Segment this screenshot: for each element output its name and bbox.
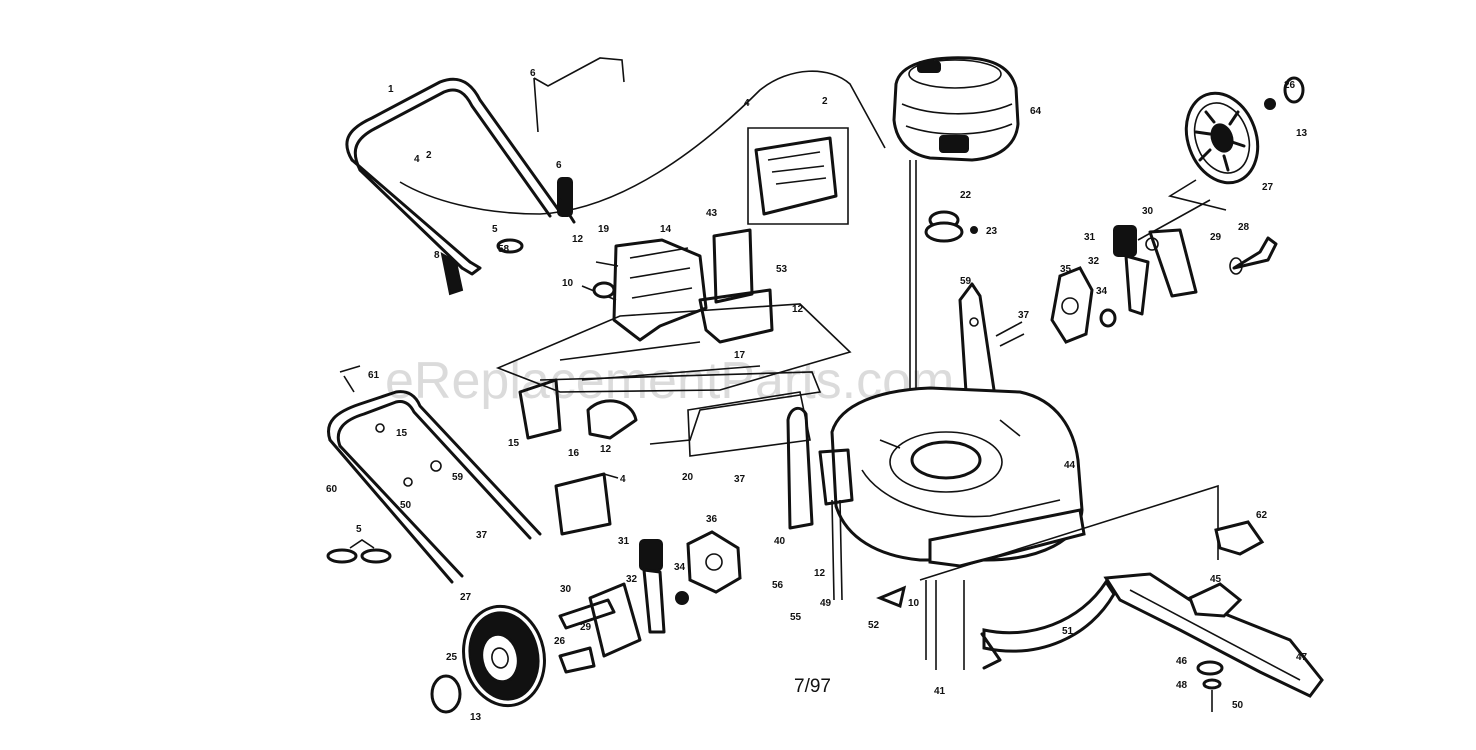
part-label: 5 [492, 224, 498, 235]
part-label: 56 [772, 580, 784, 591]
part-label: 52 [868, 620, 880, 631]
part-label: 58 [498, 244, 510, 255]
part-label: 12 [600, 444, 612, 455]
wheel-front-left [430, 604, 546, 714]
part-label: 6 [556, 160, 562, 171]
height-adjuster-left [558, 530, 742, 674]
engine [892, 56, 1020, 162]
part-label: 13 [1296, 128, 1308, 139]
part-label: 10 [908, 598, 920, 609]
part-label: 5 [356, 524, 362, 535]
part-label: 27 [1262, 182, 1274, 193]
part-label: 59 [960, 276, 972, 287]
part-label: 26 [1284, 80, 1296, 91]
part-label: 14 [660, 224, 672, 235]
part-label: 19 [598, 224, 610, 235]
part-label: 35 [1060, 264, 1072, 275]
pivot-bracket-59 [958, 282, 1025, 406]
part-label: 26 [554, 636, 566, 647]
part-label: 2 [426, 150, 432, 161]
wheel-rear-right [1184, 76, 1305, 185]
mower-deck [830, 386, 1086, 568]
part-label: 25 [446, 652, 458, 663]
part-label: 13 [470, 712, 482, 723]
part-label: 16 [568, 448, 580, 459]
part-label: 34 [1096, 286, 1108, 297]
part-label: 2 [822, 96, 828, 107]
part-label: 37 [476, 530, 488, 541]
part-label: 34 [674, 562, 686, 573]
watermark-text: eReplacementParts.com [385, 352, 954, 410]
part-label: 15 [508, 438, 520, 449]
part-label: 31 [618, 536, 630, 547]
part-label: 15 [396, 428, 408, 439]
part-label: 50 [400, 500, 412, 511]
part-label: 4 [620, 474, 626, 485]
part-label: 53 [776, 264, 788, 275]
part-labels: 1 6 2 4 64 26 13 27 4 2 6 22 23 30 31 28… [326, 68, 1308, 723]
handle-knobs-left [326, 238, 524, 564]
part-label: 32 [626, 574, 638, 585]
rear-door-assembly [581, 228, 774, 344]
part-label: 44 [1064, 460, 1076, 471]
part-label: 41 [934, 686, 946, 697]
wheel-gear-right [1050, 266, 1117, 344]
part-label: 23 [986, 226, 998, 237]
part-label: 55 [790, 612, 802, 623]
part-label: 43 [706, 208, 718, 219]
part-label: 45 [1210, 574, 1222, 585]
deck-bolts [876, 580, 965, 670]
part-label: 8 [434, 250, 440, 261]
part-label: 48 [1176, 680, 1188, 691]
part-label: 60 [326, 484, 338, 495]
upper-handle [345, 77, 562, 276]
grass-chute-plate [495, 303, 852, 457]
date-code: 7/97 [794, 676, 831, 697]
part-label: 6 [530, 68, 536, 79]
part-label: 40 [774, 536, 786, 547]
part-label: 28 [1238, 222, 1250, 233]
part-label: 51 [1062, 626, 1074, 637]
part-label: 22 [960, 190, 972, 201]
part-label: 59 [452, 472, 464, 483]
part-label: 49 [820, 598, 832, 609]
part-label: 64 [1030, 106, 1042, 117]
part-label: 4 [744, 98, 750, 109]
part-label: 30 [560, 584, 572, 595]
lower-handle [327, 365, 542, 584]
part-label: 32 [1088, 256, 1100, 267]
part-label: 20 [682, 472, 694, 483]
control-bracket-box [747, 127, 849, 225]
blade-assembly [919, 484, 1324, 712]
part-label: 29 [580, 622, 592, 633]
chute-guard [554, 472, 619, 536]
pulley-part-22 [924, 210, 978, 243]
part-label: 1 [388, 84, 394, 95]
part-label: 31 [1084, 232, 1096, 243]
part-label: 46 [1176, 656, 1188, 667]
height-adjuster-right [1113, 179, 1278, 316]
part-label: 27 [460, 592, 472, 603]
part-label: 12 [572, 234, 584, 245]
deck-bracket-left [786, 406, 854, 601]
mulch-baffle-51 [980, 579, 1116, 670]
part-label: 37 [1018, 310, 1030, 321]
part-label: 61 [368, 370, 380, 381]
part-label: 12 [814, 568, 826, 579]
part-label: 30 [1142, 206, 1154, 217]
part-label: 12 [792, 304, 804, 315]
control-cable [399, 57, 886, 224]
part-label: 47 [1296, 652, 1308, 663]
part-label: 29 [1210, 232, 1222, 243]
part-label: 36 [706, 514, 718, 525]
part-label: 4 [414, 154, 420, 165]
cable-clip [557, 177, 573, 217]
part-label: 17 [734, 350, 746, 361]
part-label: 62 [1256, 510, 1268, 521]
part-label: 50 [1232, 700, 1244, 711]
part-label: 37 [734, 474, 746, 485]
part-label: 10 [562, 278, 574, 289]
